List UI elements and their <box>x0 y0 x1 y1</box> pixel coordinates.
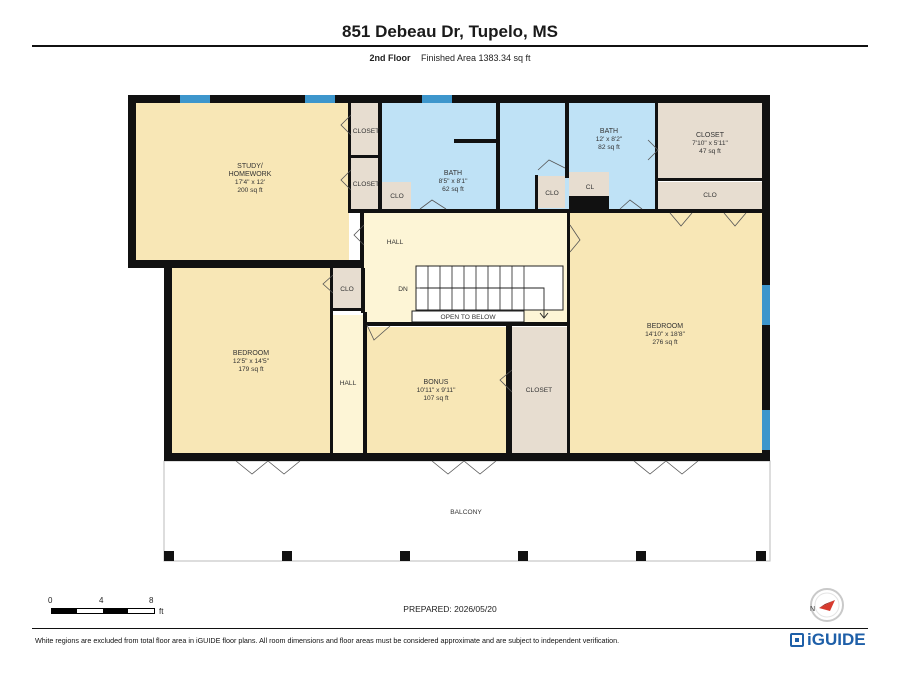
label-bath-1-dims: 8'5" x 8'1" <box>439 178 468 185</box>
room-closet-small-1 <box>350 103 378 155</box>
label-bath-2-name: BATH <box>600 128 618 135</box>
label-bonus-dims: 10'11" x 9'11" <box>417 387 457 394</box>
room-clo-bath-2 <box>538 176 565 208</box>
compass-north-label: N <box>810 606 815 613</box>
title-divider <box>32 45 868 47</box>
label-bonus: BONUS 10'11" x 9'11" 107 sq ft <box>417 379 457 402</box>
label-clo-w: CLO <box>340 286 354 293</box>
room-closet-ne <box>658 103 762 179</box>
room-closet-small-2 <box>350 157 378 209</box>
scale-tick-0: 0 <box>48 596 53 605</box>
room-study <box>136 103 349 260</box>
floor-label: 2nd Floor <box>369 53 411 63</box>
room-hall-w <box>333 315 363 453</box>
scale-unit: ft <box>159 607 164 616</box>
label-study-name2: HOMEWORK <box>229 171 272 178</box>
label-study-area: 200 sq ft <box>237 187 262 194</box>
label-bath-2-area: 82 sq ft <box>598 144 620 151</box>
label-bedroom-e-area: 276 sq ft <box>652 339 677 346</box>
balcony-area <box>163 460 771 562</box>
room-bedroom-e <box>570 212 762 453</box>
iguide-logo-text: iGUIDE <box>807 630 866 649</box>
label-clo-ne: CLO <box>703 192 717 199</box>
room-cl-bath-2 <box>569 172 609 196</box>
room-clo-w <box>333 268 361 308</box>
scale-bar: 0 4 8 ft <box>48 596 178 620</box>
room-closet-mid <box>512 327 567 453</box>
label-closet-mid: CLOSET <box>526 387 552 394</box>
label-bath-1-name: BATH <box>444 170 462 177</box>
label-bedroom-e: BEDROOM 14'10" x 18'8" 276 sq ft <box>645 323 685 346</box>
label-study: STUDY/ HOMEWORK 17'4" x 12' 200 sq ft <box>229 163 272 194</box>
label-closet-ne-dims: 7'10" x 5'11" <box>692 140 728 147</box>
iguide-logo-icon <box>790 633 804 647</box>
label-study-dims: 17'4" x 12' <box>235 179 265 186</box>
label-bath-1: BATH 8'5" x 8'1" 62 sq ft <box>439 170 468 193</box>
label-bedroom-w-area: 179 sq ft <box>238 366 263 373</box>
balcony-posts <box>164 551 766 561</box>
iguide-logo: iGUIDE <box>790 630 866 650</box>
label-bath-2: BATH 12' x 8'2" 82 sq ft <box>596 128 623 151</box>
label-bedroom-w: BEDROOM 12'5" x 14'5" 179 sq ft <box>233 350 270 373</box>
label-closet-small-2: CLOSET <box>353 181 379 188</box>
label-bedroom-w-name: BEDROOM <box>233 350 269 357</box>
label-bedroom-e-name: BEDROOM <box>647 323 683 330</box>
label-closet-small-1: CLOSET <box>353 128 379 135</box>
label-stairs-dn: DN <box>398 286 408 293</box>
label-balcony: BALCONY <box>450 509 482 516</box>
footer-divider <box>32 628 868 629</box>
scale-tick-4: 4 <box>99 596 104 605</box>
label-bonus-name: BONUS <box>424 379 449 386</box>
room-bedroom-w <box>172 268 333 453</box>
door-swings <box>235 114 747 475</box>
label-bath-2-dims: 12' x 8'2" <box>596 136 623 143</box>
label-clo-bath-1: CLO <box>390 193 404 200</box>
label-bonus-area: 107 sq ft <box>423 395 448 402</box>
footer-disclaimer: White regions are excluded from total fl… <box>35 636 620 645</box>
page-title: 851 Debeau Dr, Tupelo, MS <box>341 22 559 41</box>
label-bedroom-w-dims: 12'5" x 14'5" <box>233 358 270 365</box>
prepared-date: PREPARED: 2026/05/20 <box>403 604 497 614</box>
label-study-name: STUDY/ <box>237 163 263 170</box>
windows <box>180 95 770 450</box>
label-cl-bath-2: CL <box>586 184 595 191</box>
floor-subtitle: 2nd Floor Finished Area 1383.34 sq ft <box>0 53 900 63</box>
label-open-to-below: OPEN TO BELOW <box>440 314 496 321</box>
finished-area-label: Finished Area 1383.34 sq ft <box>420 53 531 63</box>
room-clo-bath-1 <box>381 182 411 209</box>
north-compass-icon: N <box>810 588 844 622</box>
label-hall-top: HALL <box>387 239 404 246</box>
scale-tick-8: 8 <box>149 596 154 605</box>
label-closet-ne: CLOSET 7'10" x 5'11" 47 sq ft <box>692 132 728 155</box>
label-closet-ne-area: 47 sq ft <box>699 148 721 155</box>
room-clo-ne <box>658 182 762 209</box>
label-bedroom-e-dims: 14'10" x 18'8" <box>645 331 685 338</box>
label-closet-ne-name: CLOSET <box>696 132 725 139</box>
stair-direction-arrow <box>420 287 549 319</box>
room-bonus <box>366 327 506 453</box>
label-clo-bath-2: CLO <box>545 190 559 197</box>
scale-bar-graphic <box>51 608 155 614</box>
label-bath-1-area: 62 sq ft <box>442 186 464 193</box>
label-hall-w: HALL <box>340 380 357 387</box>
